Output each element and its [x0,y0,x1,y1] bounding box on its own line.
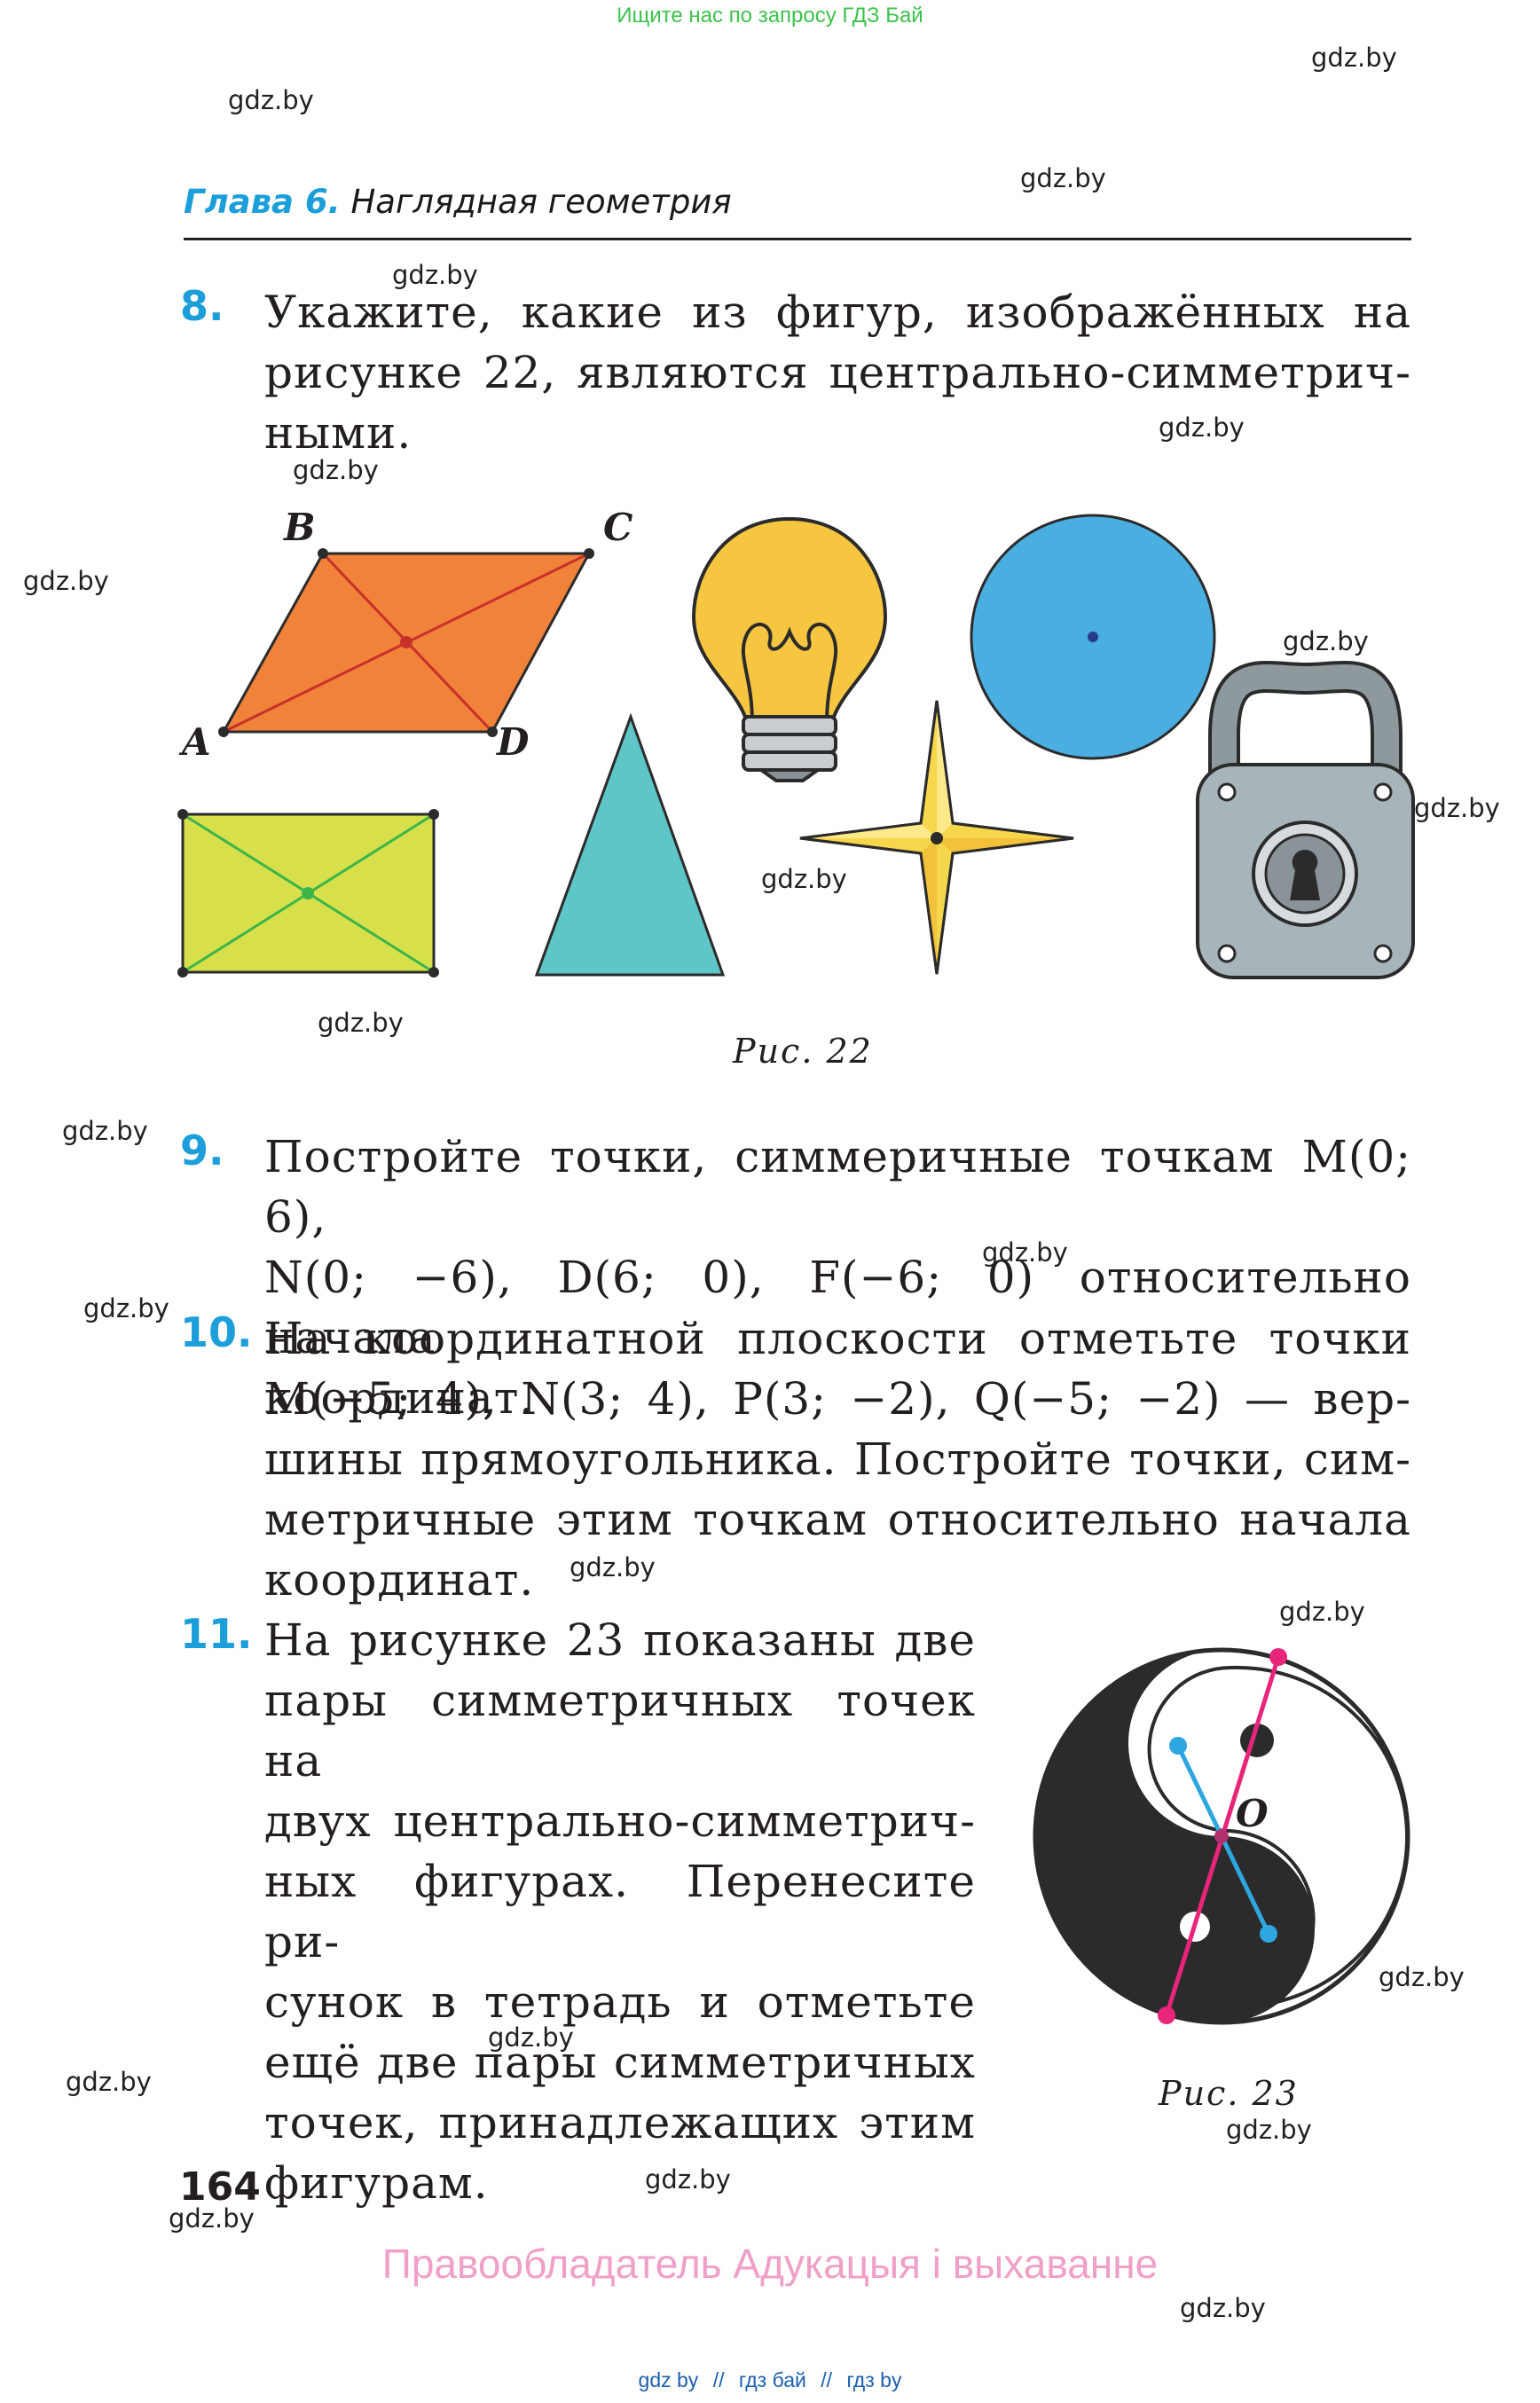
task-number-11: 11. [180,1610,253,1658]
four-point-star-icon [799,700,1074,975]
task-11-line: двух центрально-симметрич- [264,1795,976,1847]
watermark: gdz.by [1283,626,1369,656]
chapter-header: Глава 6. Наглядная геометрия [184,183,732,221]
watermark: gdz.by [1180,2293,1266,2323]
task-11-line: На рисунке 23 показаны две [264,1614,976,1666]
parallelogram-abcd [218,548,594,737]
page-number: 164 [179,2164,261,2210]
task-11-line: пары симметричных точек на [264,1675,976,1787]
watermark: gdz.by [83,1293,169,1323]
watermark: gdz.by [982,1237,1068,1268]
footer-link[interactable]: gdz by [638,2368,699,2391]
task-10-text: На координатной плоскости отметьте точки… [264,1308,1411,1610]
watermark: gdz.by [66,2067,152,2097]
watermark: gdz.by [761,864,847,894]
footer-separator: // [821,2368,833,2391]
watermark: gdz.by [293,455,379,485]
watermark: gdz.by [1279,1597,1365,1627]
figure-23-yin-yang [1033,1647,1410,2025]
vertex-label-d: D [497,720,530,764]
task-9-line: N(0; −6), D(6; 0), F(−6; 0) относительно… [264,1252,1411,1363]
figure-22-caption: Рис. 22 [733,1032,873,1071]
footer-links: gdz by // гдз бай // гдз by [0,2368,1540,2392]
vertex-label-b: B [284,506,316,549]
task-number-10: 10. [180,1308,253,1356]
task-11-line: сунок в тетрадь и отметьте [264,1976,976,2028]
task-11-text: На рисунке 23 показаны две пары симметри… [264,1610,976,2213]
watermark: gdz.by [228,85,314,115]
watermark: gdz.by [169,2203,255,2234]
footer-link[interactable]: гдз бай [738,2368,806,2391]
watermark: gdz.by [645,2164,731,2195]
watermark: gdz.by [1311,43,1397,73]
task-8-line: ными. [264,407,412,459]
watermark: gdz.by [23,566,109,596]
padlock-icon [1196,661,1415,979]
watermark: gdz.by [392,260,478,290]
task-11-line: фигурам. [264,2157,489,2209]
task-8-text: Укажите, какие из фигур, изображённых на… [264,282,1411,463]
watermark: gdz.by [1159,412,1245,443]
vertex-label-a: A [182,720,211,764]
watermark: gdz.by [62,1116,148,1146]
rectangle [177,809,439,978]
figure-22 [177,514,1415,979]
top-banner[interactable]: Ищите нас по запросу ГДЗ Бай [617,4,923,27]
watermark: gdz.by [318,1008,404,1038]
watermark: gdz.by [1226,2115,1312,2145]
watermark: gdz.by [1414,793,1500,823]
figure-23-caption: Рис. 23 [1159,2074,1299,2113]
task-9-line: Постройте точки, симмеричные точкам M(0;… [264,1131,1411,1243]
task-10-line: M(−5; 4), N(3; 4), P(3; −2), Q(−5; −2) —… [264,1373,1411,1425]
vertex-label-c: C [603,506,633,549]
circle [970,514,1216,760]
chapter-title: Наглядная геометрия [350,183,732,221]
chapter-number: Глава 6. [184,183,341,221]
task-number-8: 8. [180,282,224,330]
task-10-line: координат. [264,1554,535,1606]
task-10-line: На координатной плоскости отметьте точки [264,1313,1411,1364]
task-9-line: координат. [264,1372,535,1424]
watermark: gdz.by [570,1552,656,1582]
task-11-line: ных фигурах. Перенесите ри- [264,1856,976,1967]
task-8-line: Укажите, какие из фигур, изображённых на [264,287,1411,338]
center-label-o: O [1236,1792,1269,1835]
isosceles-triangle [534,712,726,977]
task-number-9: 9. [180,1127,224,1174]
watermark: gdz.by [488,2022,574,2053]
header-rule [184,238,1411,240]
light-bulb-icon [691,516,888,782]
footer-link[interactable]: гдз by [846,2368,902,2391]
watermark: gdz.by [1020,163,1106,193]
task-9-text: Постройте точки, симмеричные точкам M(0;… [264,1127,1411,1428]
footer-separator: // [712,2368,725,2391]
task-10-line: метричные этим точкам относительно начал… [264,1494,1411,1545]
task-10-line: шины прямоугольника. Постройте точки, си… [264,1433,1411,1485]
task-8-line: рисунке 22, являются центрально-симметри… [264,347,1411,398]
watermark: gdz.by [1379,1962,1465,1992]
copyright-notice: Правообладатель Адукацыя і выхаванне [381,2241,1159,2287]
task-11-line: точек, принадлежащих этим [264,2097,976,2148]
task-11-line: ещё две пары симметричных [264,2037,976,2088]
